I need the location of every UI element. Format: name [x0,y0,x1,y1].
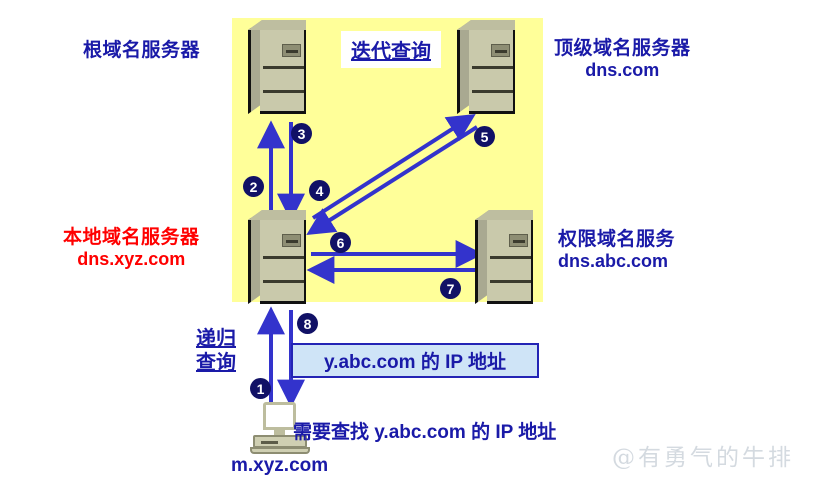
step-badge-2: 2 [243,176,264,197]
tower-slot [472,90,513,93]
recursive-query-line1: 递归 [196,328,236,350]
tower-slot [263,280,304,283]
step-badge-6: 6 [330,232,351,253]
label-local-server: 本地域名服务器 dns.xyz.com [63,227,200,270]
tower-drive-bay [491,44,510,57]
tower-slot [490,280,531,283]
tower-drive-bay [509,234,528,247]
tower-front [260,30,306,114]
tower-front [469,30,515,114]
server-tower-icon-root [246,20,308,116]
tower-side [248,20,262,114]
monitor-screen [263,402,296,430]
label-local-server-domain: dns.xyz.com [77,248,186,269]
tower-side [248,210,262,304]
tower-side [475,210,489,304]
step-badge-7: 7 [440,278,461,299]
watermark-text: @有勇气的牛排 [612,445,794,471]
label-local-server-name: 本地域名服务器 [63,227,200,248]
label-tld-server: 顶级域名服务器 dns.com [554,38,691,81]
server-tower-icon-authoritative [473,210,535,306]
desktop-computer-icon-client [249,402,311,456]
tower-slot [263,90,304,93]
step-badge-1: 1 [250,378,271,399]
tower-top [248,210,306,220]
client-request-caption: 需要查找 y.abc.com 的 IP 地址 [293,422,557,443]
tower-slot [263,256,304,259]
monitor-neck [274,429,285,436]
tower-slot [490,256,531,259]
step-badge-8: 8 [297,313,318,334]
label-tld-server-domain: dns.com [585,59,660,80]
server-tower-icon-tld [455,20,517,116]
label-root-server: 根域名服务器 [83,40,200,62]
recursive-query-label: 递归 查询 [196,328,236,375]
recursive-query-line2: 查询 [196,351,236,374]
tower-top [475,210,533,220]
label-authoritative-server-domain: dns.abc.com [558,250,669,271]
tower-front [487,220,533,304]
tower-slot [472,66,513,69]
tower-front [260,220,306,304]
server-tower-icon-local [246,210,308,306]
tower-drive-bay [282,234,301,247]
tower-side [457,20,471,114]
label-tld-server-name: 顶级域名服务器 [554,38,691,59]
ip-address-info-box: y.abc.com 的 IP 地址 [291,343,539,378]
tower-drive-bay [282,44,301,57]
tower-top [457,20,515,30]
label-root-server-name: 根域名服务器 [83,40,201,61]
label-client-domain: m.xyz.com [231,455,329,476]
step-badge-3: 3 [291,123,312,144]
label-authoritative-server-name: 权限域名服务 [558,229,676,250]
tower-top [248,20,306,30]
step-badge-4: 4 [309,180,330,201]
iterative-query-title: 迭代查询 [341,31,441,68]
step-badge-5: 5 [474,126,495,147]
tower-slot [263,66,304,69]
computer-foot [250,447,310,454]
label-authoritative-server: 权限域名服务 dns.abc.com [558,229,675,272]
